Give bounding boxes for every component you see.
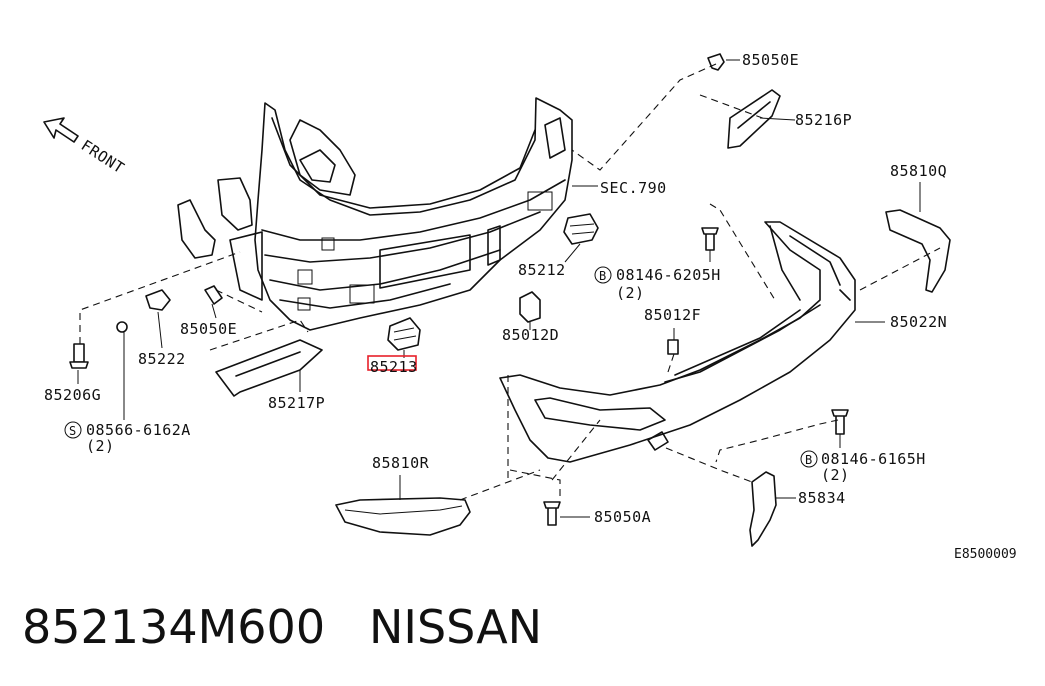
badge-b-circle-1	[594, 266, 612, 284]
front-label: FRONT	[78, 136, 128, 177]
label-85212: 85212	[518, 261, 566, 279]
label-08146-6165H-qty: (2)	[821, 466, 850, 484]
bolt-85050A	[543, 501, 561, 526]
label-sec790: SEC.790	[600, 179, 667, 197]
screw-08566-6162A	[116, 321, 128, 333]
label-08566-6162A-qty: (2)	[86, 437, 115, 455]
label-85022N: 85022N	[890, 313, 947, 331]
badge-s: S	[69, 424, 76, 438]
part-number: 852134M600	[22, 600, 326, 654]
badge-b-2: B	[805, 453, 812, 467]
part-85012D	[519, 291, 541, 323]
label-85217P: 85217P	[268, 394, 325, 412]
label-08146-6165H: 08146-6165H	[821, 450, 926, 468]
badge-s-circle	[64, 421, 82, 439]
part-85810Q	[885, 209, 951, 293]
part-85217P	[215, 339, 323, 397]
label-08566-6162A: 08566-6162A	[86, 421, 191, 439]
label-85216P: 85216P	[795, 111, 852, 129]
front-arrow-icon	[43, 117, 79, 143]
label-08146-6205H: 08146-6205H	[616, 266, 721, 284]
label-85206G: 85206G	[44, 386, 101, 404]
leader-lines	[77, 59, 941, 518]
part-85212	[563, 213, 599, 245]
label-85810R: 85810R	[372, 454, 430, 472]
part-85834	[749, 471, 777, 547]
bolt-08146-6165H	[831, 409, 849, 435]
label-85050E-top: 85050E	[742, 51, 799, 69]
highlight-box-85213	[367, 355, 417, 371]
label-85012F: 85012F	[644, 306, 701, 324]
part-85022N-bumper	[499, 221, 856, 463]
ref-code: E8500009	[954, 547, 1017, 562]
clip-85050E	[204, 285, 223, 305]
label-85012D: 85012D	[502, 326, 559, 344]
bolt-08146-6205H	[701, 227, 719, 251]
part-85810R	[335, 497, 471, 536]
label-08146-6205H-qty: (2)	[616, 284, 645, 302]
part-85213	[387, 317, 421, 351]
label-85834: 85834	[798, 489, 846, 507]
label-85222: 85222	[138, 350, 186, 368]
part-85216P	[727, 89, 781, 149]
label-85050A: 85050A	[594, 508, 651, 526]
part-85222	[145, 289, 171, 311]
brand-name: NISSAN	[368, 600, 543, 654]
rear-body-panel	[229, 97, 573, 331]
clip-85206G	[69, 343, 89, 369]
label-85050E: 85050E	[180, 320, 237, 338]
badge-b-circle-2	[800, 450, 818, 468]
clip-85050E-top	[707, 53, 725, 71]
side-bracket-left	[177, 177, 253, 259]
label-85213: 85213	[370, 358, 418, 376]
bolt-85012F	[667, 339, 679, 355]
badge-b-1: B	[599, 269, 606, 283]
caption: 852134M600 NISSAN	[22, 600, 542, 654]
label-85810Q: 85810Q	[890, 162, 947, 180]
